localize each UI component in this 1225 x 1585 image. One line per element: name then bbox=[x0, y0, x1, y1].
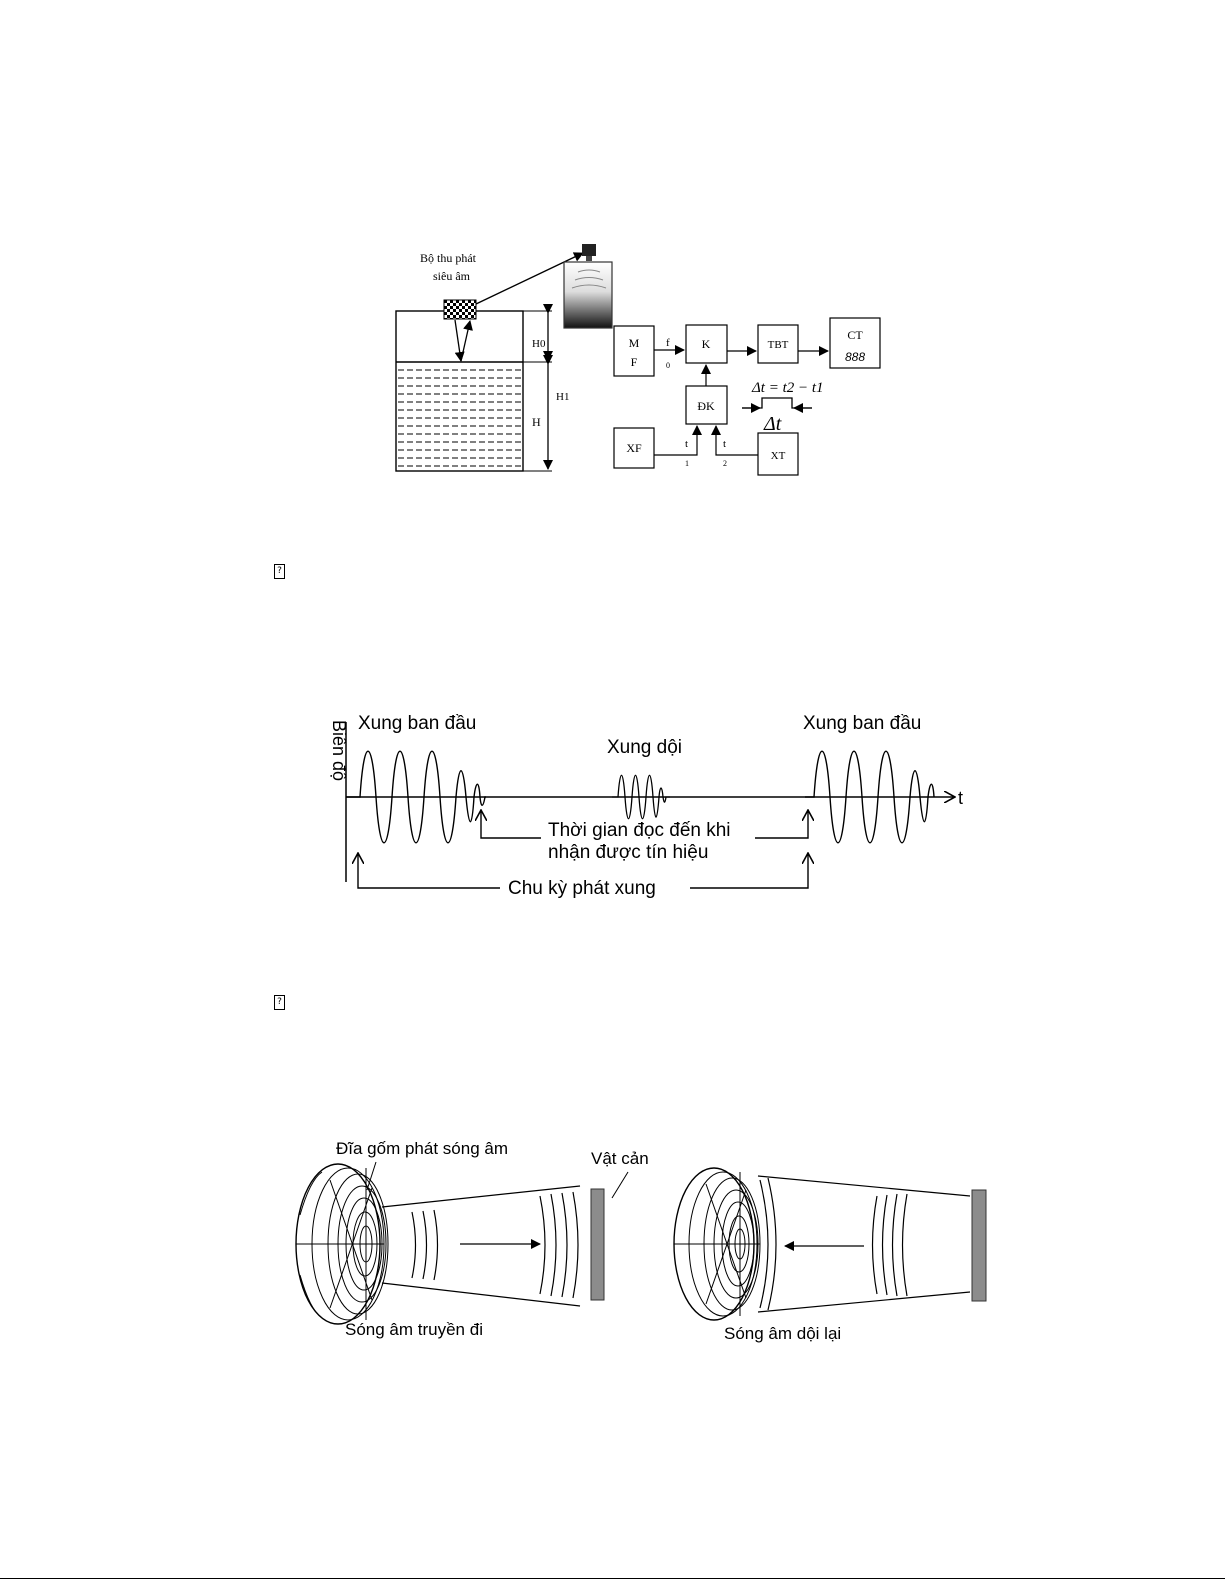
block-k-label: K bbox=[702, 337, 711, 351]
obstacle-left bbox=[591, 1189, 604, 1300]
block-tbt-label: TBT bbox=[768, 339, 789, 351]
transceiver-label-line1: Bộ thu phát bbox=[420, 251, 477, 265]
signal-f: f bbox=[666, 337, 670, 349]
signal-f-sub: 0 bbox=[666, 361, 670, 370]
period-label: Chu kỳ phát xung bbox=[508, 878, 656, 899]
label-h: H bbox=[532, 415, 541, 429]
transceiver-icon bbox=[444, 300, 476, 319]
read-time-label-line1: Thời gian đọc đến khi bbox=[548, 820, 731, 841]
signal-t2: t bbox=[723, 438, 726, 450]
delta-t-label: Δt bbox=[763, 413, 782, 435]
figure-pulse-timing: Biên độ t Xung ban đầu Xung dội Xung ban… bbox=[329, 713, 963, 899]
label-h0: H0 bbox=[532, 338, 546, 350]
beam-down bbox=[455, 320, 461, 361]
ceramic-disc-label: Đĩa gốm phát sóng âm bbox=[336, 1139, 508, 1158]
transmitted-label: Sóng âm truyền đi bbox=[345, 1320, 483, 1339]
page-bottom-rule bbox=[0, 1578, 1225, 1579]
signal-t1-sub: 1 bbox=[685, 459, 689, 468]
sensor-photo bbox=[564, 244, 612, 328]
figure-sound-wave: Đĩa gốm phát sóng âm Vật cản Sóng âm tru… bbox=[296, 1139, 986, 1343]
block-xt-label: XT bbox=[771, 450, 786, 462]
y-axis-label: Biên độ bbox=[329, 720, 349, 781]
initial-pulse-left-label: Xung ban đầu bbox=[358, 713, 476, 734]
echo-pulse-label: Xung dội bbox=[607, 737, 682, 758]
block-mf-label2: F bbox=[631, 355, 638, 369]
initial-pulse-right-label: Xung ban đầu bbox=[803, 713, 921, 734]
transceiver-label-line2: siêu âm bbox=[433, 269, 471, 283]
beam-up bbox=[461, 321, 470, 361]
block-mf-label1: M bbox=[629, 336, 640, 350]
x-axis-label: t bbox=[958, 788, 963, 808]
signal-t1: t bbox=[685, 438, 688, 450]
transmitted-wavefronts bbox=[412, 1192, 578, 1298]
block-ct-label: CT bbox=[847, 328, 863, 342]
figure-level-measurement: Bộ thu phát siêu âm H0 H1 H M F K TBT bbox=[396, 244, 880, 475]
label-h1: H1 bbox=[556, 391, 569, 403]
delta-t-pulse bbox=[742, 398, 812, 408]
period-bracket-left bbox=[358, 853, 500, 888]
signal-t2-sub: 2 bbox=[723, 459, 727, 468]
reflected-label: Sóng âm dội lại bbox=[724, 1324, 841, 1343]
ceramic-disc-right bbox=[674, 1168, 760, 1320]
reflected-wavefronts bbox=[760, 1178, 907, 1310]
block-ct-display: 888 bbox=[845, 350, 865, 364]
obstacle-right bbox=[972, 1190, 986, 1301]
block-xf-label: XF bbox=[626, 441, 642, 455]
ceramic-disc-left bbox=[296, 1164, 388, 1324]
read-time-bracket-right bbox=[755, 810, 808, 838]
delta-t-formula: Δt = t2 − t1 bbox=[751, 380, 824, 396]
obstacle-label: Vật cản bbox=[591, 1149, 649, 1168]
read-time-bracket-left bbox=[481, 810, 541, 838]
block-dk-label: ĐK bbox=[697, 399, 715, 413]
tank bbox=[396, 311, 523, 471]
read-time-label-line2: nhận được tín hiệu bbox=[548, 842, 708, 863]
liquid-hatching bbox=[398, 370, 521, 466]
